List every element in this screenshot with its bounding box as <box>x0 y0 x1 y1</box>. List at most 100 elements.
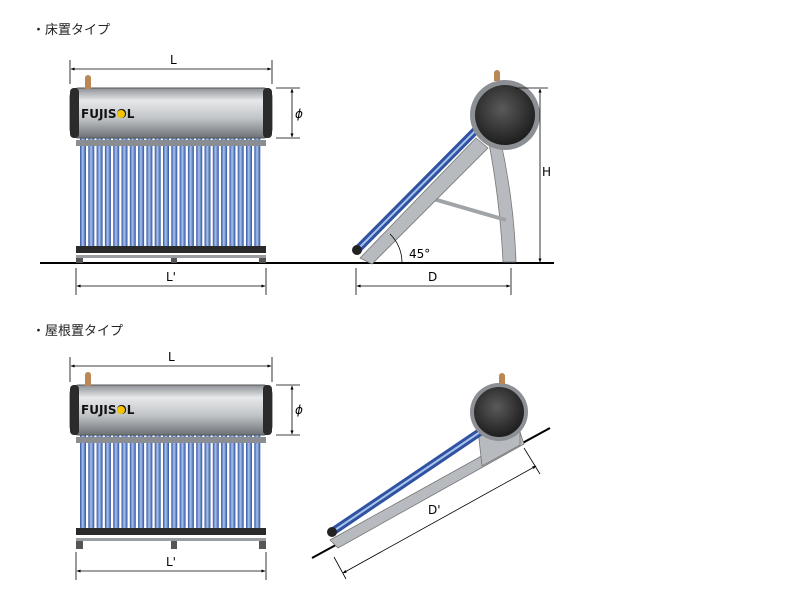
vacuum-tube <box>187 425 194 530</box>
vacuum-tube <box>138 128 145 252</box>
vacuum-tube <box>179 425 186 530</box>
vacuum-tube <box>246 128 252 252</box>
vacuum-tube <box>121 128 128 252</box>
valve-knob-icon <box>85 372 91 378</box>
tube-side-highlight <box>331 431 481 533</box>
foot-left <box>76 258 83 263</box>
vacuum-tube <box>96 425 103 530</box>
vacuum-tube <box>104 425 111 530</box>
tube-array <box>80 128 261 252</box>
tank-cap-left <box>70 88 79 138</box>
dim-L-roof: L <box>69 350 273 382</box>
brand-logo: FUJISOL <box>81 403 135 417</box>
vacuum-tube <box>80 425 86 530</box>
section-heading-roof: ・屋根置タイプ <box>32 324 123 339</box>
tank-end <box>474 387 524 437</box>
vacuum-tube <box>121 425 128 530</box>
vacuum-tube <box>204 425 211 530</box>
rear-leg <box>487 137 517 263</box>
foot-left <box>76 541 83 549</box>
dim-Dprime: D' <box>333 447 541 580</box>
vacuum-tube <box>96 128 103 252</box>
section-roof: ・屋根置タイプ FUJISOL L <box>32 324 551 580</box>
tube-end-cap <box>352 245 362 255</box>
valve-icon-side <box>494 72 500 81</box>
front-view-roof: FUJISOL <box>69 372 273 549</box>
vacuum-tube <box>154 425 161 530</box>
tank-cap-left <box>70 385 79 435</box>
vacuum-tube <box>237 128 244 252</box>
vacuum-tube <box>179 128 186 252</box>
tank-cap-right <box>263 385 272 435</box>
logo-dot <box>117 110 125 118</box>
front-view-floor: FUJISOL <box>69 75 273 263</box>
vacuum-tube <box>80 128 86 252</box>
logo-dot <box>117 406 125 414</box>
valve-icon <box>85 375 91 386</box>
dim-phi-roof: ϕ <box>276 384 303 436</box>
vacuum-tube <box>212 128 219 252</box>
frame-rail <box>359 137 489 265</box>
dim-label-L: L <box>168 350 175 364</box>
tube-end-cap <box>327 527 337 537</box>
foot-right <box>259 541 266 549</box>
valve-icon-side <box>499 375 505 384</box>
dim-label-H: H <box>542 165 551 179</box>
foot-center <box>171 258 177 263</box>
vacuum-tube <box>104 128 111 252</box>
base-rail <box>76 255 266 258</box>
angle-arc <box>389 233 403 264</box>
vacuum-tube <box>113 425 120 530</box>
side-view-roof <box>311 373 551 559</box>
vacuum-tube <box>196 425 203 530</box>
dim-Lprime-roof: L' <box>75 552 267 580</box>
tube-base-holder <box>76 246 266 253</box>
brand-logo: FUJISOL <box>81 107 135 121</box>
vacuum-tube <box>129 425 136 530</box>
vacuum-tube <box>229 425 236 530</box>
tube-side-highlight <box>356 123 483 251</box>
vacuum-tube <box>171 425 178 530</box>
vacuum-tube <box>88 128 95 252</box>
vacuum-tube <box>254 425 261 530</box>
dim-label-phi: ϕ <box>295 107 303 121</box>
vacuum-tube <box>113 128 120 252</box>
vacuum-tube <box>196 128 203 252</box>
base-rail <box>76 538 266 541</box>
vacuum-tube <box>237 425 244 530</box>
dim-label-Dprime: D' <box>428 503 441 517</box>
foot-right <box>259 258 266 263</box>
valve-icon <box>85 78 91 89</box>
dim-phi-floor: ϕ <box>276 87 303 139</box>
vacuum-tube <box>187 128 194 252</box>
vacuum-tube <box>163 128 169 252</box>
section-heading-floor: ・床置タイプ <box>32 23 110 38</box>
vacuum-tube <box>129 128 136 252</box>
vacuum-tube <box>146 128 153 252</box>
dim-L-floor: L <box>69 53 273 84</box>
dim-Lprime-floor: L' <box>75 268 267 295</box>
vacuum-tube <box>204 128 211 252</box>
foot-center <box>171 541 177 549</box>
vacuum-tube <box>221 128 228 252</box>
vacuum-tube <box>229 128 236 252</box>
upper-frame-bar <box>76 437 266 443</box>
vacuum-tube <box>88 425 95 530</box>
side-view-floor: 45° <box>352 70 540 265</box>
vacuum-tube <box>171 128 178 252</box>
tank-cap-right <box>263 88 272 138</box>
dim-label-Lprime: L' <box>166 555 176 569</box>
dim-H: H <box>515 87 551 264</box>
dim-label-D: D <box>428 270 437 284</box>
valve-knob-icon <box>85 75 91 81</box>
valve-knob-icon-side <box>494 70 500 76</box>
vacuum-tube <box>246 425 252 530</box>
dim-label-phi: ϕ <box>295 403 303 417</box>
section-floor: ・床置タイプ FUJISOL L <box>32 23 554 295</box>
tube-base-holder <box>76 528 266 535</box>
tube-array <box>80 425 261 530</box>
vacuum-tube <box>254 128 261 252</box>
valve-knob-icon-side <box>499 373 505 379</box>
